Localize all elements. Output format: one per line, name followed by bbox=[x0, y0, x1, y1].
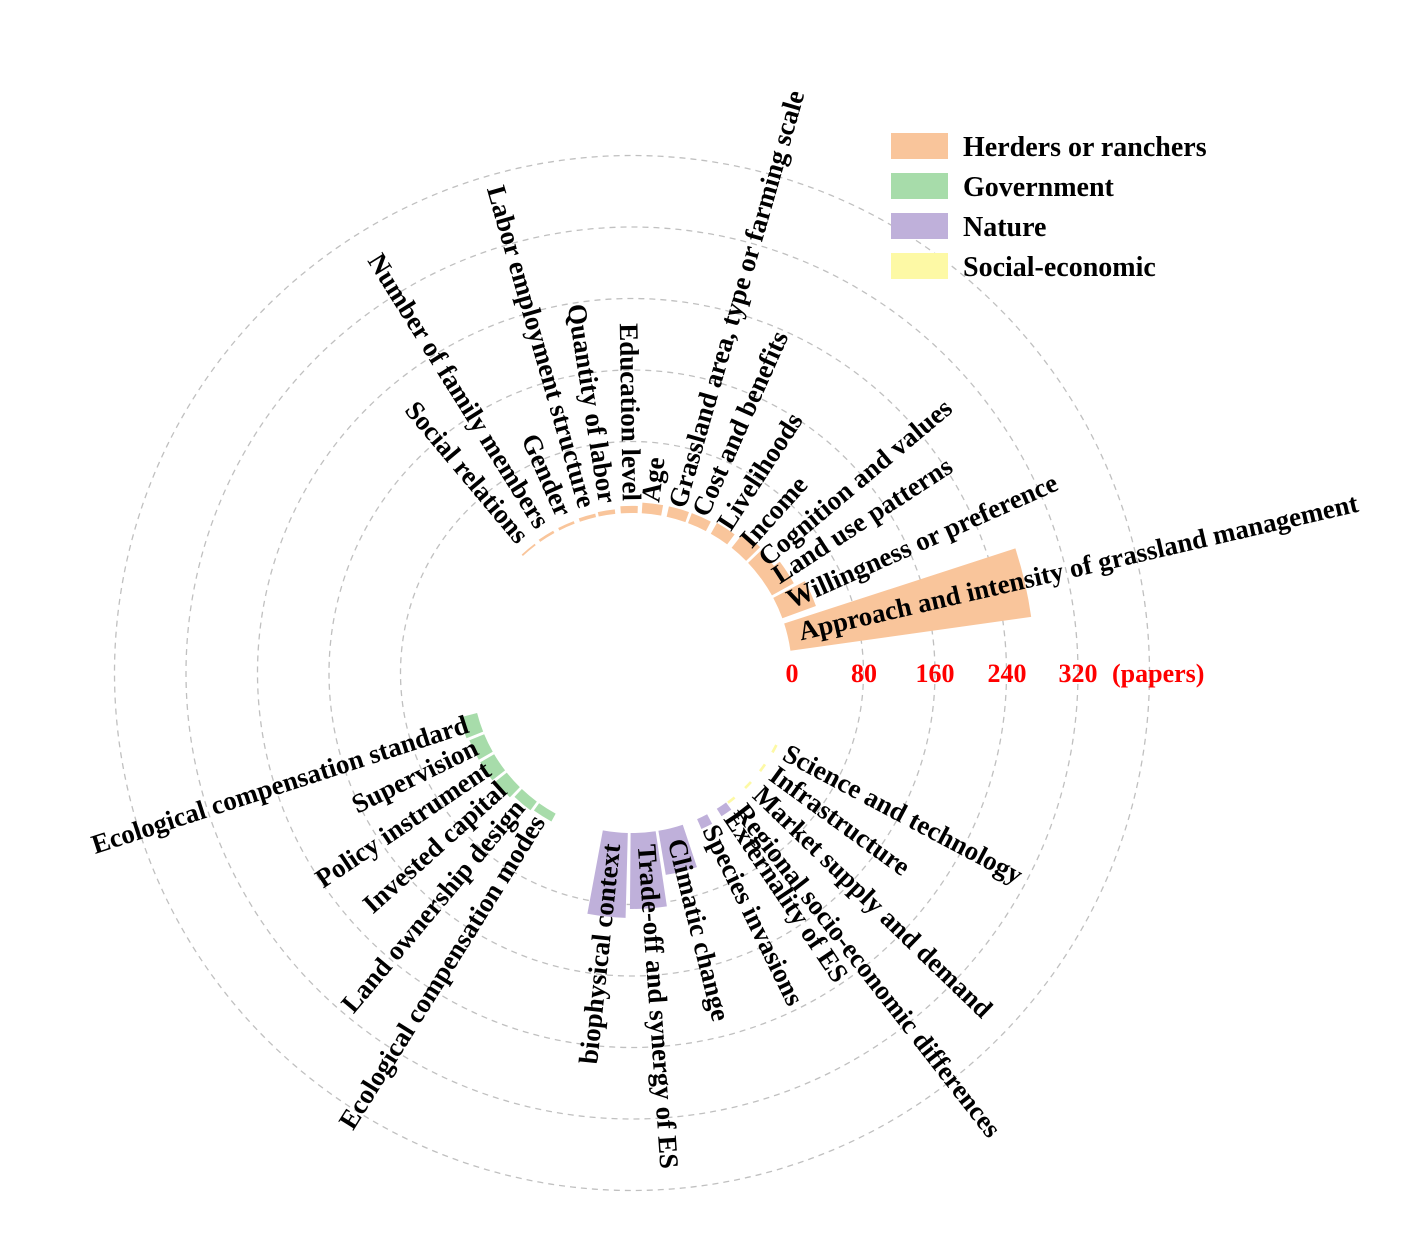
bar bbox=[688, 513, 711, 532]
bar bbox=[521, 543, 536, 556]
labels-layer: Approach and intensity of grassland mana… bbox=[88, 87, 1361, 1170]
legend-label-herders: Herders or ranchers bbox=[963, 132, 1207, 163]
bar bbox=[538, 530, 555, 542]
bar bbox=[578, 513, 597, 522]
bar bbox=[727, 796, 736, 804]
tick-label: 0 bbox=[786, 659, 799, 688]
bar bbox=[658, 824, 697, 875]
grid-ring bbox=[113, 154, 1151, 1192]
bar bbox=[641, 502, 664, 516]
bar bbox=[558, 521, 575, 531]
grid-ring bbox=[185, 226, 1079, 1120]
bar bbox=[771, 744, 778, 754]
bar bbox=[597, 509, 616, 517]
tick-label: 320 bbox=[1059, 659, 1098, 688]
bar bbox=[759, 561, 794, 596]
bar bbox=[748, 550, 775, 578]
bar-label: biophysical context bbox=[573, 842, 626, 1065]
bar bbox=[731, 532, 761, 561]
bar bbox=[773, 581, 816, 619]
bar bbox=[697, 814, 713, 829]
bar bbox=[469, 734, 493, 760]
legend-label-nature: Nature bbox=[963, 212, 1046, 243]
bar bbox=[716, 802, 732, 817]
axis-unit-label: (papers) bbox=[1112, 659, 1204, 688]
tick-label: 160 bbox=[916, 659, 955, 688]
bar bbox=[495, 772, 520, 798]
bar bbox=[744, 781, 752, 790]
bars-layer bbox=[459, 502, 1032, 918]
legend-swatch-government bbox=[891, 173, 948, 199]
legend-label-government: Government bbox=[963, 172, 1115, 203]
legend-swatch-nature bbox=[891, 213, 948, 239]
tick-label: 240 bbox=[988, 659, 1027, 688]
grid-ring bbox=[256, 297, 1008, 1049]
bar bbox=[587, 830, 628, 918]
radial-axis: 0 80 160 240 320 (papers) bbox=[786, 659, 1205, 688]
bar bbox=[784, 548, 1032, 651]
legend-swatch-herders bbox=[891, 133, 948, 159]
bar-label: Age bbox=[635, 455, 670, 503]
bar bbox=[666, 506, 689, 523]
bar bbox=[533, 803, 556, 822]
bar bbox=[620, 505, 638, 514]
bar bbox=[514, 789, 537, 811]
grid-ring bbox=[328, 369, 936, 977]
bar bbox=[629, 831, 667, 909]
bar bbox=[758, 763, 767, 773]
tick-label: 80 bbox=[851, 659, 877, 688]
bar bbox=[459, 713, 484, 739]
legend-swatch-social-economic bbox=[891, 253, 948, 279]
legend: Herders or ranchers Government Nature So… bbox=[891, 132, 1207, 283]
legend-label-social-economic: Social-economic bbox=[963, 252, 1156, 283]
bar-label: Education level bbox=[614, 323, 647, 502]
bar bbox=[480, 754, 506, 781]
bar bbox=[710, 522, 735, 545]
